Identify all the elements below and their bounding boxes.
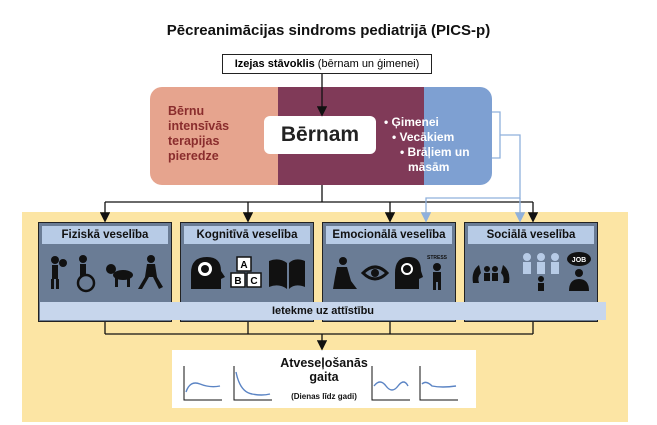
- recovery-title: Atveseļošanās gaita: [172, 356, 476, 384]
- sad-sitting-person-icon: [333, 257, 357, 289]
- picu-experience-label: Bērnu intensīvās terapijas pieredze: [168, 104, 258, 164]
- family-bracket: [420, 111, 526, 223]
- open-book-icon: [269, 259, 305, 289]
- domain-label: Kognitīvā veselība: [184, 226, 310, 244]
- picu-line: pieredze: [168, 149, 219, 163]
- running-child-icon: [138, 255, 163, 289]
- family-item: māsām: [408, 160, 450, 174]
- svg-text:B: B: [234, 276, 241, 287]
- recovery-curves: [183, 366, 458, 401]
- cognitive-icons: A B C: [191, 256, 305, 289]
- recovery-title-line: gaita: [309, 370, 339, 384]
- recovery-curve: [185, 382, 221, 393]
- recovery-subtitle: (Dienas līdz gadi): [291, 392, 357, 401]
- social-icons: JOB: [472, 252, 591, 291]
- domain-label: Emocionālā veselība: [326, 226, 452, 244]
- baseline-box: Izejas stāvoklis (bērnam un ģimenei): [222, 54, 432, 74]
- stress-person-icon: STRESS: [427, 255, 448, 290]
- job-text: JOB: [572, 257, 586, 264]
- recovery-curve: [373, 381, 409, 391]
- basketball-player-icon: [51, 256, 67, 289]
- recovery-title-line: Atveseļošanās: [280, 356, 368, 370]
- svg-text:A: A: [240, 260, 247, 271]
- domain-label: Fiziskā veselība: [42, 226, 168, 244]
- job-person-icon: JOB: [567, 252, 591, 291]
- diagram-title: Pēcreanimācijas sindroms pediatrijā (PIC…: [166, 22, 491, 39]
- picu-line: intensīvās: [168, 119, 230, 133]
- picu-line: Bērnu: [168, 104, 205, 118]
- svg-text:C: C: [250, 276, 257, 287]
- emotional-icons: STRESS: [333, 255, 448, 290]
- family-item: • Ģimenei: [384, 115, 439, 129]
- physical-icons: [51, 255, 163, 293]
- crawling-baby-icon: [106, 264, 133, 287]
- family-item: • Vecākiem: [392, 130, 455, 144]
- recovery-box: [172, 350, 476, 408]
- wheelchair-icon: [76, 255, 96, 293]
- baseline-qualifier: (bērnam un ģimenei): [317, 58, 420, 70]
- abc-blocks-icon: A B C: [230, 256, 262, 288]
- recovery-curve: [421, 381, 457, 388]
- domain-label: Sociālā veselība: [468, 226, 594, 244]
- picu-line: terapijas: [168, 134, 220, 148]
- eye-icon: [360, 265, 390, 281]
- recovery-curve: [235, 371, 271, 396]
- baseline-label: Izejas stāvoklis: [234, 58, 315, 70]
- family-item: • Brāļiem un: [400, 145, 470, 159]
- anxious-head-icon: [395, 257, 423, 289]
- child-box: Bērnam: [264, 116, 376, 154]
- family-group-icon: [523, 253, 559, 291]
- development-impact-bar: Ietekme uz attīstību: [40, 302, 606, 320]
- brain-head-icon: [191, 257, 225, 289]
- stress-text: STRESS: [427, 255, 448, 261]
- caring-hands-icon: [472, 265, 510, 283]
